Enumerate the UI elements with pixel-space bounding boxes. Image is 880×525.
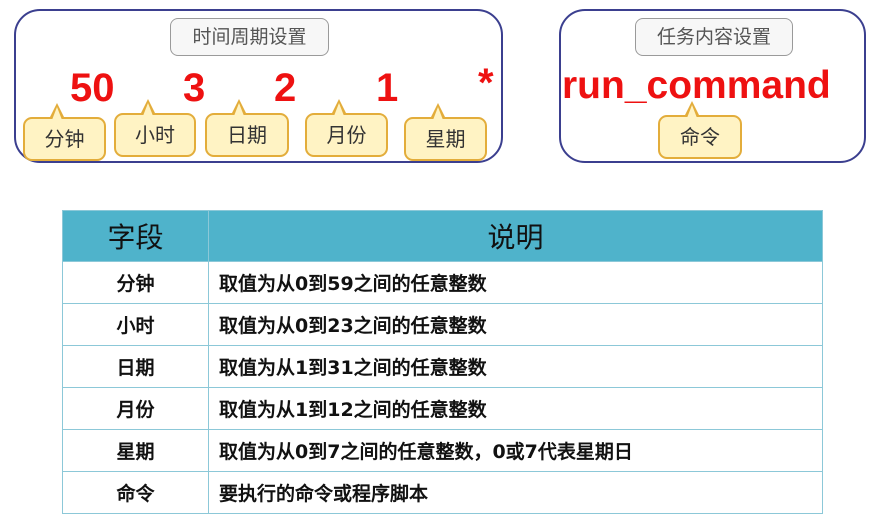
row-description: 取值为从1到31之间的任意整数 bbox=[208, 345, 823, 388]
field-description-table: 字段 说明 分钟 取值为从0到59之间的任意整数 小时 取值为从0到23之间的任… bbox=[62, 210, 823, 514]
table-row: 分钟 取值为从0到59之间的任意整数 bbox=[62, 261, 823, 304]
row-description: 取值为从0到23之间的任意整数 bbox=[208, 303, 823, 346]
table-row: 命令 要执行的命令或程序脚本 bbox=[62, 471, 823, 514]
month-callout: 月份 bbox=[305, 99, 388, 157]
row-field: 小时 bbox=[62, 303, 209, 346]
weekday-callout: 星期 bbox=[404, 103, 487, 161]
row-description: 取值为从1到12之间的任意整数 bbox=[208, 387, 823, 430]
time-period-title: 时间周期设置 bbox=[170, 18, 329, 56]
table-row: 日期 取值为从1到31之间的任意整数 bbox=[62, 345, 823, 388]
header-description: 说明 bbox=[208, 210, 823, 262]
row-field: 星期 bbox=[62, 429, 209, 472]
task-content-panel: 任务内容设置 run_command 命令 bbox=[559, 9, 866, 163]
hour-value: 3 bbox=[183, 66, 206, 110]
row-description: 要执行的命令或程序脚本 bbox=[208, 471, 823, 514]
minute-value: 50 bbox=[70, 66, 115, 110]
day-value: 2 bbox=[274, 66, 297, 110]
table-row: 星期 取值为从0到7之间的任意整数，0或7代表星期日 bbox=[62, 429, 823, 472]
row-field: 日期 bbox=[62, 345, 209, 388]
command-callout: 命令 bbox=[658, 101, 742, 159]
task-content-title: 任务内容设置 bbox=[635, 18, 793, 56]
row-field: 命令 bbox=[62, 471, 209, 514]
month-value: 1 bbox=[376, 66, 399, 110]
row-description: 取值为从0到7之间的任意整数，0或7代表星期日 bbox=[208, 429, 823, 472]
row-field: 分钟 bbox=[62, 261, 209, 304]
row-field: 月份 bbox=[62, 387, 209, 430]
table-header-row: 字段 说明 bbox=[62, 210, 823, 262]
time-period-panel: 时间周期设置 50 3 2 1 * 分钟 小时 日期 月份 星期 bbox=[14, 9, 503, 163]
minute-callout: 分钟 bbox=[23, 103, 106, 161]
weekday-value: * bbox=[478, 61, 494, 105]
hour-callout: 小时 bbox=[114, 99, 196, 157]
header-field: 字段 bbox=[62, 210, 209, 262]
table-row: 月份 取值为从1到12之间的任意整数 bbox=[62, 387, 823, 430]
table-row: 小时 取值为从0到23之间的任意整数 bbox=[62, 303, 823, 346]
day-callout: 日期 bbox=[205, 99, 289, 157]
row-description: 取值为从0到59之间的任意整数 bbox=[208, 261, 823, 304]
command-value: run_command bbox=[562, 64, 831, 107]
